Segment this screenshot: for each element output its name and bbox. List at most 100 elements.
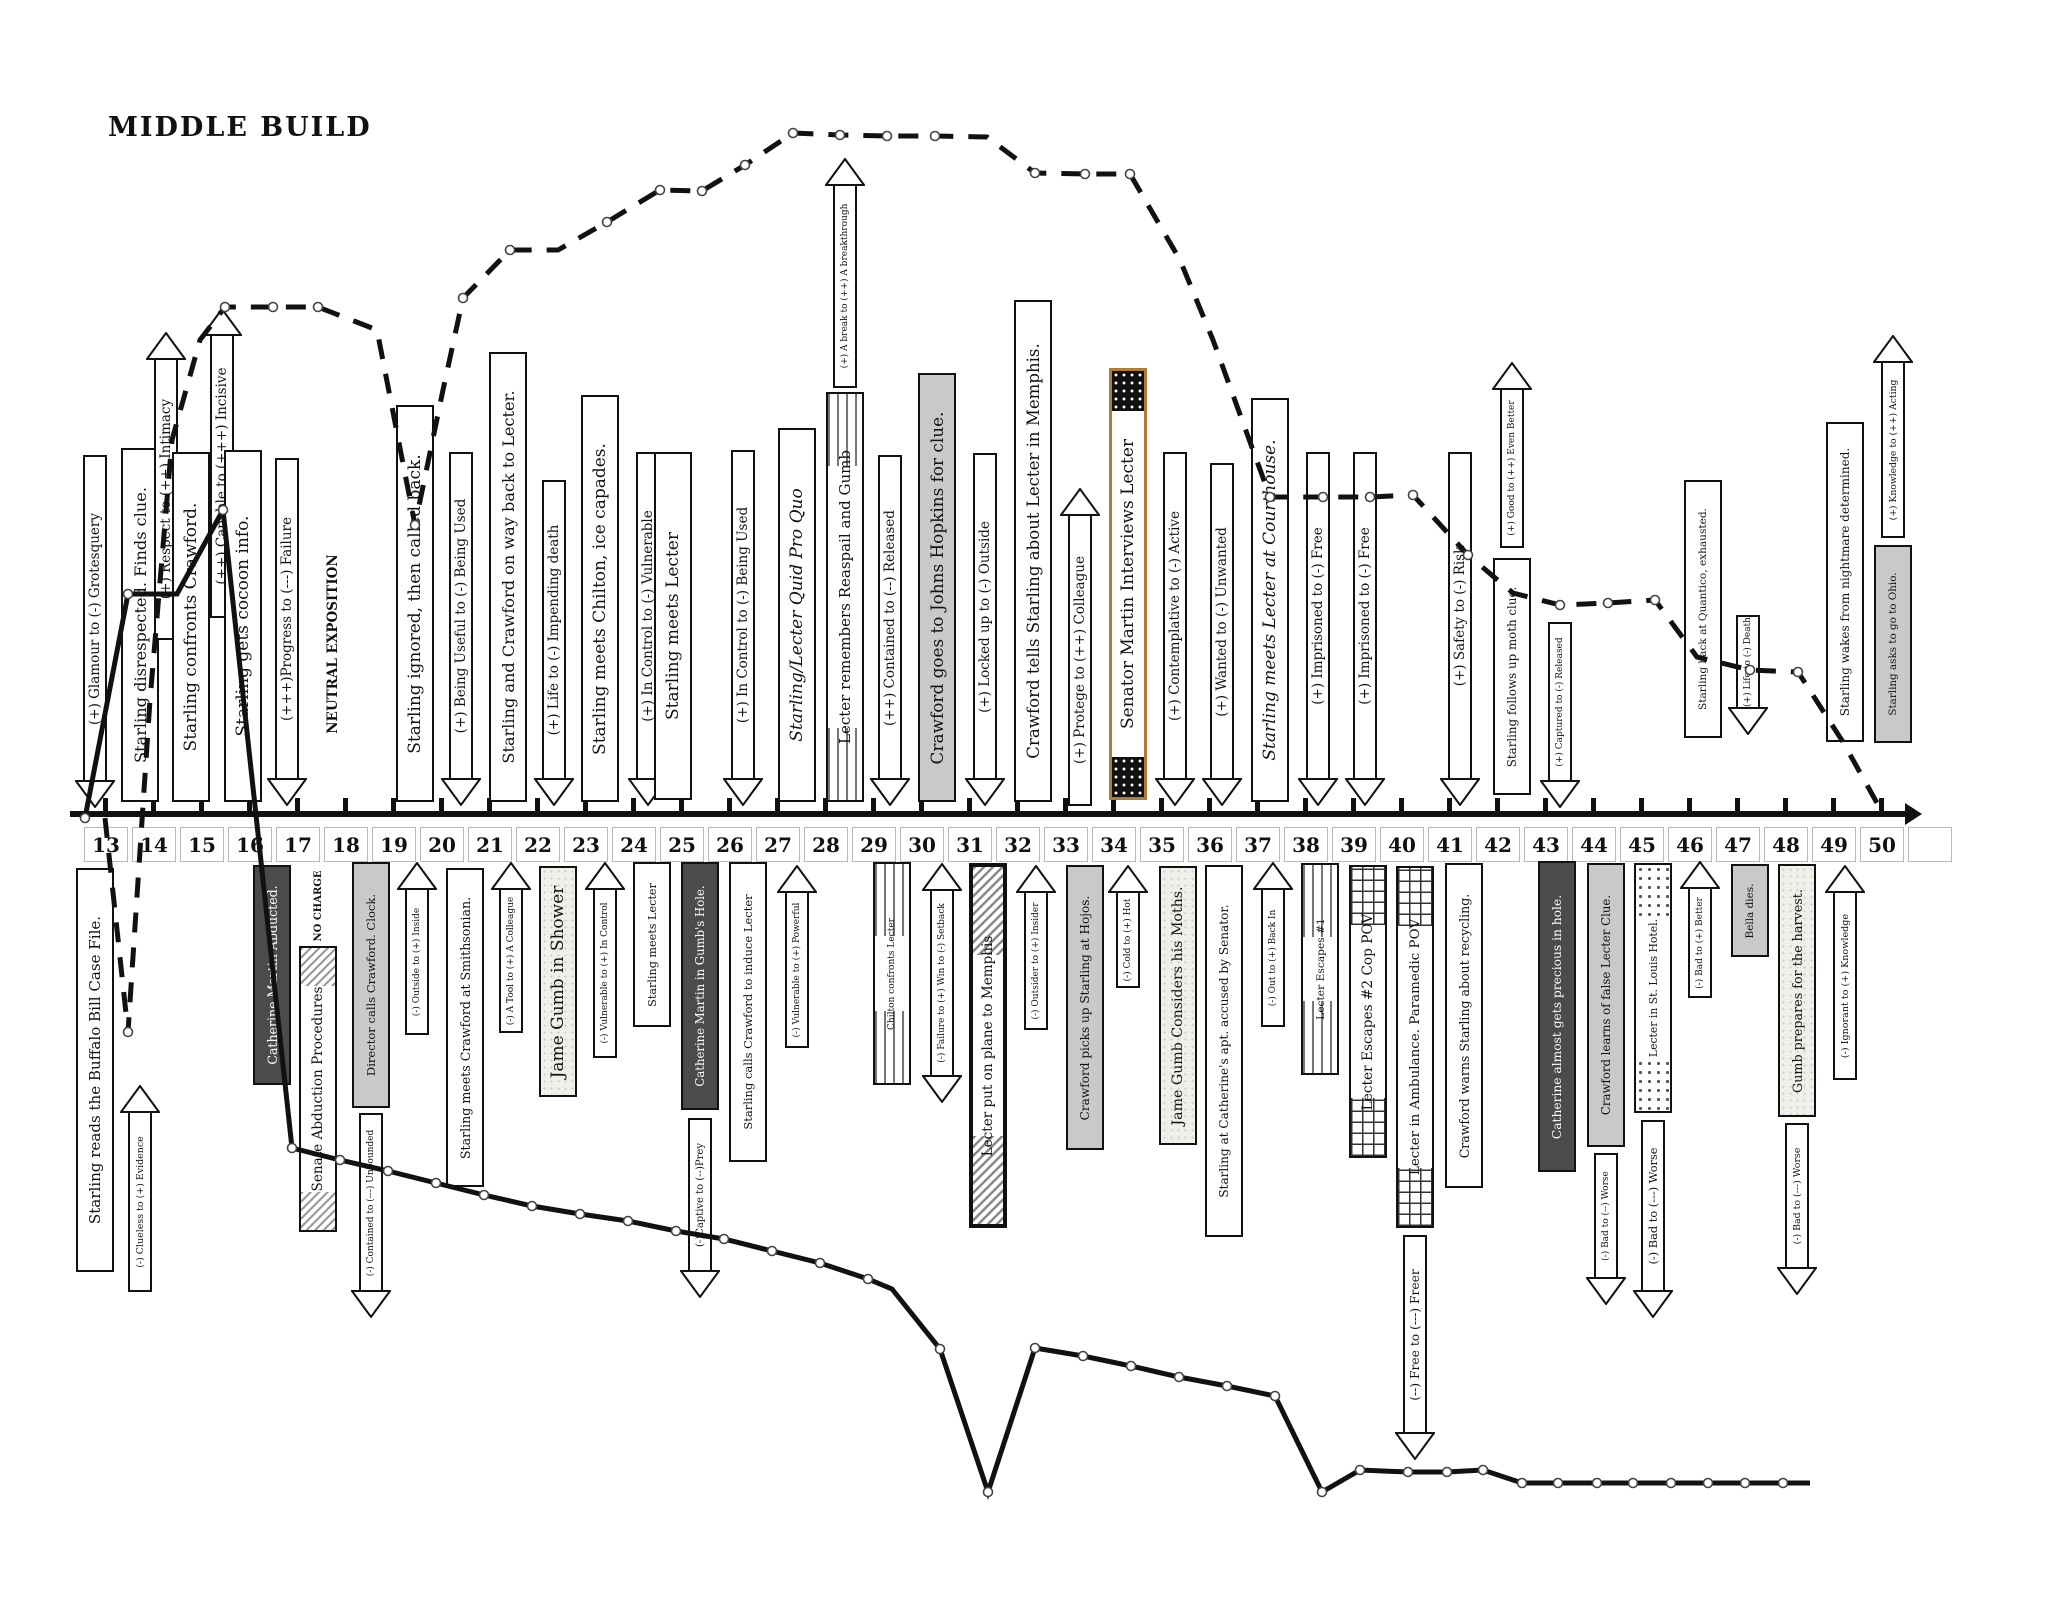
phase-note: NEUTRAL EXPOSITION xyxy=(317,498,349,790)
scene-event-box: Starling back at Quantico, exhausted. xyxy=(1684,480,1722,738)
label-text: Starling follows up moth clue. xyxy=(1505,586,1519,767)
arrow-shaft: (-) Cold to (+) Hot xyxy=(1116,891,1140,988)
label-text: Starling reads the Buffalo Bill Case Fil… xyxy=(86,915,104,1225)
scene-event-box: Jame Gumb Considers his Moths. xyxy=(1159,866,1197,1145)
data-point xyxy=(1316,1486,1328,1498)
data-point xyxy=(1441,1466,1453,1478)
data-point xyxy=(696,185,708,197)
scene-event-box: Catherine Martin Abducted. xyxy=(253,865,291,1085)
label-text: Starling meets Crawford at Smithsonian. xyxy=(457,896,473,1159)
data-point xyxy=(1125,1360,1137,1372)
label-text: (+) Knowledge to (++) Acting xyxy=(1887,379,1899,520)
label-text: Crawford warns Starling about recycling. xyxy=(1456,893,1472,1158)
data-point xyxy=(1591,1477,1603,1489)
label-text: (-) Cold to (+) Hot xyxy=(1123,898,1133,981)
label-text: (+) In Control to (-) Being Used xyxy=(735,506,751,724)
arrow-shaft: (+) Captured to (-) Released xyxy=(1548,622,1572,782)
timeline-axis-arrowhead xyxy=(1905,803,1922,825)
scene-number: 35 xyxy=(1140,827,1184,862)
label-text: (+) A break to (++) A breakthrough xyxy=(840,203,850,369)
label-text: Starling/Lecter Quid Pro Quo xyxy=(787,488,807,742)
label-text: Senator Martin Interviews Lecter xyxy=(1118,438,1138,730)
scene-number: 42 xyxy=(1476,827,1520,862)
data-point xyxy=(312,301,324,313)
scene-event-box: Crawford warns Starling about recycling. xyxy=(1445,863,1483,1188)
axis-tick xyxy=(342,798,348,815)
arrow-shaft: (+) Imprisoned to (-) Free xyxy=(1306,452,1330,780)
charge-arrow-up: (+) Protege to (++) Colleague xyxy=(1060,488,1100,806)
charge-arrow-up: (-) Outsider to (+) Insider xyxy=(1016,865,1056,1030)
data-point xyxy=(982,1486,994,1498)
arrow-head-up-icon xyxy=(1253,862,1293,890)
scene-event-box: Starling and Crawford on way back to Lec… xyxy=(489,352,527,802)
charge-arrow-up: (-) A Tool to (+) A Colleague xyxy=(491,862,531,1033)
arrow-head-down-icon xyxy=(680,1270,720,1298)
data-point xyxy=(1029,1342,1041,1354)
scene-event-box: Crawford learns of false Lecter Clue. xyxy=(1587,863,1625,1147)
data-point xyxy=(1029,167,1041,179)
scene-number: 25 xyxy=(660,827,704,862)
label-text: Starling ignored, then called back. xyxy=(405,453,425,754)
label-text: (+) Protege to (++) Colleague xyxy=(1072,556,1088,764)
label-text: Catherine Martin in Gumb's Hole. xyxy=(693,885,707,1087)
arrow-shaft: (-) Outsider to (+) Insider xyxy=(1024,891,1048,1030)
data-point xyxy=(1516,1477,1528,1489)
arrow-head-up-icon xyxy=(1825,865,1865,893)
charge-arrow-both: (-) Failure to (+) Win to (-) Setback xyxy=(922,863,962,1103)
label-text: (-) Bad to (---) Worse xyxy=(1646,1147,1660,1265)
label-text: Starling meets Lecter xyxy=(645,882,659,1007)
axis-tick xyxy=(1830,798,1836,815)
scene-event-box: Lecter in Ambulance. Paramedic POV xyxy=(1396,866,1434,1228)
phase-note: NO CHARGE xyxy=(302,871,334,942)
label-text: (--) Free to (---) Freer xyxy=(1408,1268,1422,1401)
scene-number: 34 xyxy=(1092,827,1136,862)
axis-tick xyxy=(1494,798,1500,815)
arrow-head-up-icon xyxy=(397,862,437,890)
scene-number: 21 xyxy=(468,827,512,862)
data-point xyxy=(1221,1380,1233,1392)
charge-arrow-up: (-) Out to (+) Back In xyxy=(1253,862,1293,1027)
label-text: (+) Imprisoned to (-) Free xyxy=(1310,527,1326,705)
label-text: (-) Ignorant to (+) Knowledge xyxy=(1839,913,1851,1058)
data-point xyxy=(526,1200,538,1212)
data-point xyxy=(718,1233,730,1245)
charge-arrow-down: (-)Captive to (--)Prey xyxy=(680,1118,720,1298)
scene-number: 24 xyxy=(612,827,656,862)
scene-number: 19 xyxy=(372,827,416,862)
arrow-head-down-icon xyxy=(723,778,763,806)
scene-event-box: Starling wakes from nightmare determined… xyxy=(1826,422,1864,742)
data-point xyxy=(122,1026,134,1038)
scene-number: 30 xyxy=(900,827,944,862)
charge-arrow-down: (-) Bad to (---) Worse xyxy=(1777,1123,1817,1295)
data-point xyxy=(430,1177,442,1189)
label-text: Director calls Crawford. Clock. xyxy=(364,893,378,1077)
arrow-shaft: (+) Safety to (-) Risk xyxy=(1448,452,1472,780)
data-point xyxy=(1552,1477,1564,1489)
label-text: Starling and Crawford on way back to Lec… xyxy=(498,390,518,764)
charge-arrow-down: (+) Contemplative to (-) Active xyxy=(1155,452,1195,806)
arrow-shaft: (++) Contained to (--) Released xyxy=(878,455,902,780)
data-point xyxy=(1702,1477,1714,1489)
arrow-head-down-icon xyxy=(922,1075,962,1103)
arrow-head-down-icon xyxy=(351,1290,391,1318)
scene-event-box: Starling at Catherine's apt. accused by … xyxy=(1205,865,1243,1237)
charge-arrow-up: (-) Clueless to (+) Evidence xyxy=(120,1085,160,1292)
arrow-shaft: (+) Protege to (++) Colleague xyxy=(1068,514,1092,806)
data-point xyxy=(574,1208,586,1220)
scene-number: 45 xyxy=(1620,827,1664,862)
data-point xyxy=(1079,168,1091,180)
arrow-head-down-icon xyxy=(1777,1267,1817,1295)
scene-number: 23 xyxy=(564,827,608,862)
data-point xyxy=(457,292,469,304)
scene-event-box: Senator Martin Interviews Lecter xyxy=(1109,368,1147,800)
charge-arrow-down: (++) Contained to (--) Released xyxy=(870,455,910,806)
label-text: Lecter remembers Reaspail and Gumb xyxy=(836,449,854,745)
arrow-shaft: (+) Wanted to (-) Unwanted xyxy=(1210,463,1234,780)
arrow-head-down-icon xyxy=(1728,707,1768,735)
scene-number: 16 xyxy=(228,827,272,862)
axis-tick xyxy=(1638,798,1644,815)
label-text: (+++)Progress to (---) Failure xyxy=(279,517,295,721)
label-text: (+) Imprisoned to (-) Free xyxy=(1357,527,1373,705)
arrow-shaft: (-) Out to (+) Back In xyxy=(1261,888,1285,1027)
charge-arrow-up: (-) Outside to (+) Inside xyxy=(397,862,437,1035)
